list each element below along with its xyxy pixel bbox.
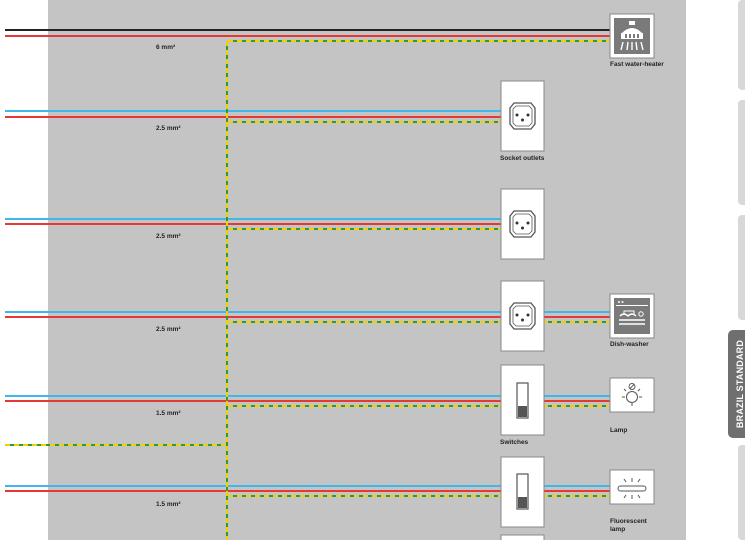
circuit-socket-1: [5, 110, 502, 123]
fluorescent-lamp-icon: [609, 469, 655, 505]
side-tab[interactable]: [738, 0, 745, 90]
switch-icon: [500, 456, 545, 528]
cable-size-dishwasher: 2.5 mm²: [156, 326, 181, 333]
diagram-panel: [48, 0, 686, 540]
circuit-heater: [5, 29, 610, 42]
label-sockets: Socket outlets: [500, 155, 545, 162]
switch-icon: [500, 364, 545, 436]
cable-size-socket-2: 2.5 mm²: [156, 233, 181, 240]
lamp-icon: [609, 377, 655, 413]
switch-icon: [500, 534, 545, 540]
side-tab[interactable]: [738, 100, 745, 205]
cable-size-heater: 6 mm²: [156, 44, 176, 51]
shower-icon: [609, 13, 655, 59]
socket-outlet-icon: [500, 188, 545, 260]
side-tab[interactable]: [738, 445, 745, 540]
label-heater: Fast water-heater: [610, 61, 664, 68]
label-lamp: Lamp: [610, 427, 628, 434]
socket-outlet-icon: [500, 280, 545, 352]
cable-size-socket-1: 2.5 mm²: [156, 125, 181, 132]
circuit-socket-2: [5, 218, 502, 230]
socket-outlet-icon: [500, 80, 545, 152]
side-tab-label: BRAZIL STANDARD: [735, 339, 745, 429]
label-dishwasher: Dish-washer: [610, 341, 649, 348]
label-fluorescent: Fluorescent lamp: [610, 518, 647, 533]
dishwasher-icon: [609, 293, 655, 339]
side-tab-brazil-standard[interactable]: BRAZIL STANDARD: [728, 330, 745, 438]
side-tab[interactable]: [738, 215, 745, 320]
cable-size-fluorescent: 1.5 mm²: [156, 501, 181, 508]
label-switches: Switches: [500, 439, 529, 446]
cable-size-lamp: 1.5 mm²: [156, 410, 181, 417]
